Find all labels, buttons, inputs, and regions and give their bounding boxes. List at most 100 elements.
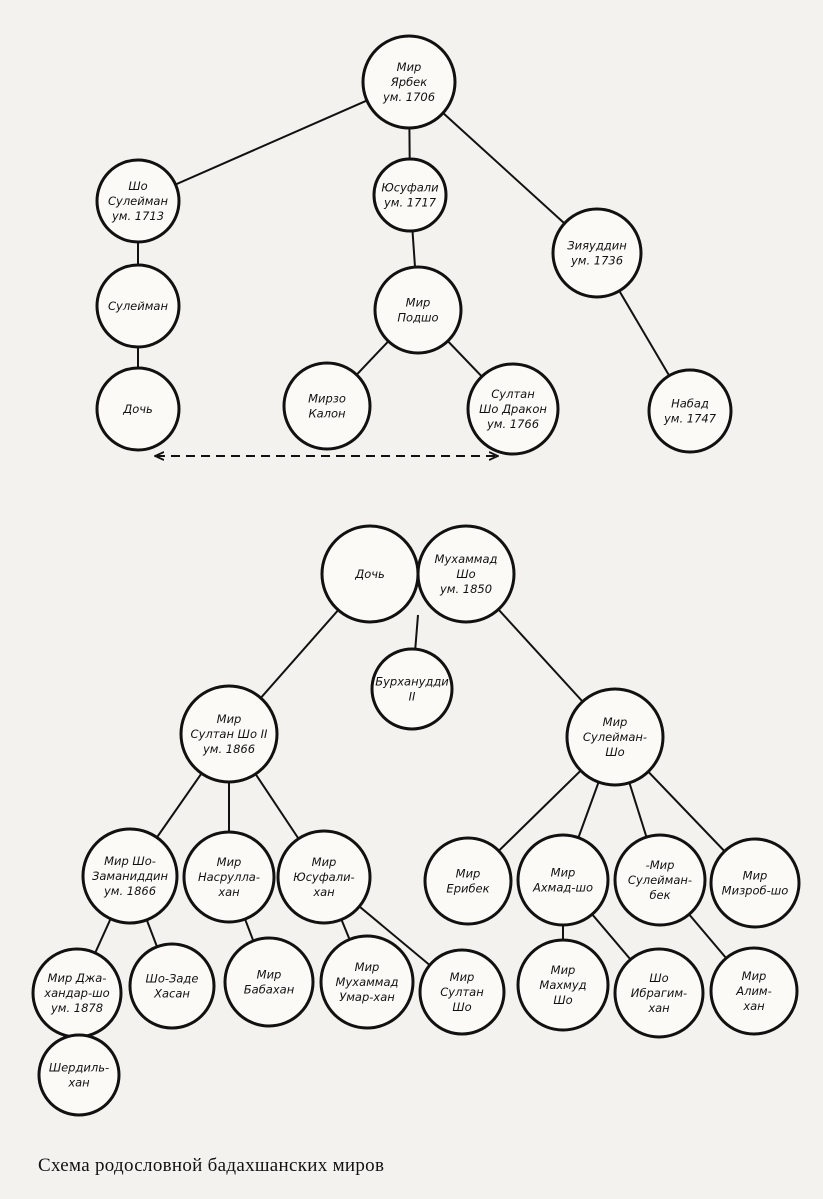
node-label-line: Ибрагим-: [631, 986, 687, 1000]
node-label-line: Мир: [551, 866, 576, 880]
node-circle: [423, 836, 513, 926]
node-label-line: Мир: [603, 715, 628, 729]
node-label-line: ум. 1866: [202, 742, 255, 756]
node-circle: [551, 207, 643, 299]
node-label-line: Шо: [605, 745, 624, 759]
node-circle: [709, 946, 799, 1036]
node-label-line: Мир: [355, 960, 380, 974]
node-label-line: Сулейман-: [583, 730, 647, 744]
node-label-line: Бурханудди: [375, 675, 449, 689]
node-label-line: ум. 1866: [103, 884, 156, 898]
node-label-line: Сулейман: [108, 299, 168, 313]
node-label-line: Мир Шо-: [104, 854, 156, 868]
node-label-line: Махмуд: [539, 978, 586, 992]
node-label-line: Юсуфали: [381, 181, 439, 195]
node-label-line: ум. 1736: [570, 254, 623, 268]
node-label-line: Шо: [128, 179, 147, 193]
node-label-line: Шо: [553, 993, 572, 1007]
node-label-line: хан: [647, 1001, 670, 1015]
node-circle: [613, 947, 705, 1039]
node-label-line: ум. 1747: [663, 412, 717, 426]
node-label-line: Ярбек: [390, 75, 427, 89]
node-label-line: бек: [649, 888, 670, 902]
node-label-line: Мир Джа-: [48, 971, 107, 985]
node-circle: [182, 830, 276, 924]
node-label-line: II: [409, 690, 416, 704]
node-label-line: Шо: [456, 567, 475, 581]
node-label-line: Мир: [312, 855, 337, 869]
node-label-line: ум. 1706: [382, 90, 435, 104]
node-circle: [95, 366, 181, 452]
node-circle: [565, 687, 665, 787]
node-label-line: Мирзо: [308, 392, 346, 406]
node-label-line: Мир: [742, 969, 767, 983]
node-label-line: Шо: [452, 1000, 471, 1014]
node-label-line: Шо: [649, 971, 668, 985]
node-label-line: Зияуддин: [567, 239, 627, 253]
node-label-line: ум. 1850: [439, 582, 492, 596]
node-label-line: Мир: [257, 968, 282, 982]
node-circle: [95, 158, 181, 244]
node-label-line: Сулейман-: [628, 873, 692, 887]
node-label-line: Алим-: [735, 984, 772, 998]
node-label-line: Заманиддин: [92, 869, 169, 883]
node-label-line: Мир: [450, 970, 475, 984]
person-node-shirdil-khan: Шердиль-хан: [37, 1033, 121, 1117]
node-label-line: Бабахан: [244, 983, 295, 997]
node-circle: [709, 837, 801, 929]
node-label-line: хан: [312, 885, 335, 899]
node-label-line: Султан Шо II: [191, 727, 268, 741]
node-circle: [613, 833, 707, 927]
node-label-line: Ерибек: [446, 882, 489, 896]
node-circle: [37, 1033, 121, 1117]
node-label-line: ум. 1878: [50, 1001, 103, 1015]
node-circle: [516, 938, 610, 1032]
node-circle: [416, 524, 516, 624]
node-label-line: Хасан: [153, 987, 190, 1001]
node-label-line: Мир: [456, 867, 481, 881]
node-circle: [370, 647, 454, 731]
node-label-line: Мухаммад: [336, 975, 399, 989]
node-label-line: ум. 1713: [111, 209, 164, 223]
diagram-caption: Схема родословной бадахшанских миров: [38, 1155, 385, 1176]
node-label-line: Шо-Заде: [146, 972, 199, 986]
node-label-line: Дочь: [122, 402, 153, 416]
node-label-line: Юсуфали-: [293, 870, 354, 884]
node-label-line: Мир: [406, 296, 431, 310]
person-node-suleiman: Сулейман: [95, 263, 181, 349]
node-label-line: Насрулла-: [198, 870, 260, 884]
node-circle: [361, 34, 457, 130]
node-label-line: Умар-хан: [339, 990, 395, 1004]
node-label-line: ум. 1766: [486, 417, 539, 431]
person-node-doch-1: Дочь: [95, 366, 181, 452]
node-circle: [128, 942, 216, 1030]
node-circle: [319, 934, 415, 1030]
node-circle: [276, 829, 372, 925]
edge-mir_yarbek-to-sho_suleiman: [137, 81, 410, 202]
node-label-line: хан: [67, 1076, 90, 1090]
node-label-line: Мизроб-шо: [722, 884, 789, 898]
node-label-line: Мухаммад: [435, 552, 498, 566]
